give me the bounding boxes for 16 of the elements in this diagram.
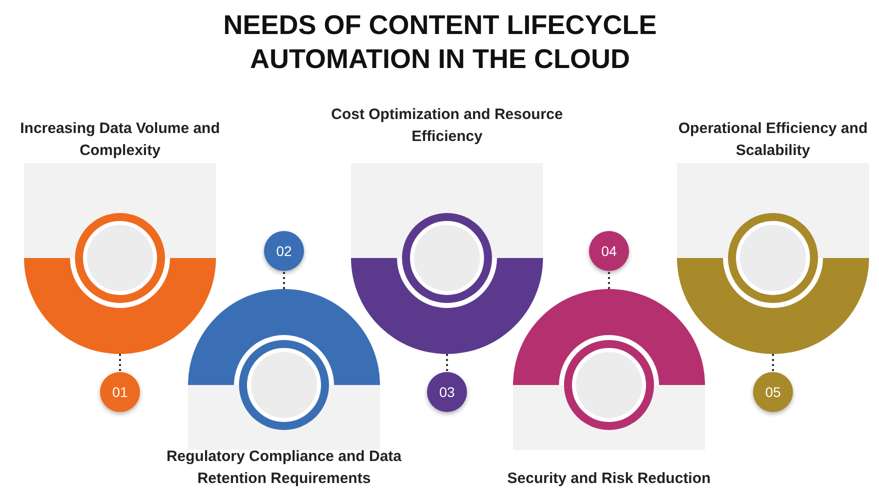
number-circle: 03 [427, 372, 467, 412]
dotted-connector [772, 354, 774, 372]
number-circle: 02 [264, 231, 304, 271]
dotted-connector [446, 354, 448, 372]
dotted-connector [283, 271, 285, 289]
heading: Operational Efficiency and Scalability [677, 119, 869, 161]
dotted-connector [608, 271, 610, 289]
heading: Security and Risk Reduction [506, 469, 712, 489]
number-circle: 04 [589, 231, 629, 271]
heading: Cost Optimization and Resource Efficiency [330, 105, 564, 147]
number-circle: 01 [100, 372, 140, 412]
dotted-connector [119, 354, 121, 372]
title: NEEDS OF CONTENT LIFECYCLE AUTOMATION IN THE CLOUD [222, 9, 658, 76]
heading: Increasing Data Volume and Complexity [19, 119, 221, 161]
number-circle: 05 [753, 372, 793, 412]
heading: Regulatory Compliance and Data Retention Requirements [165, 447, 403, 489]
